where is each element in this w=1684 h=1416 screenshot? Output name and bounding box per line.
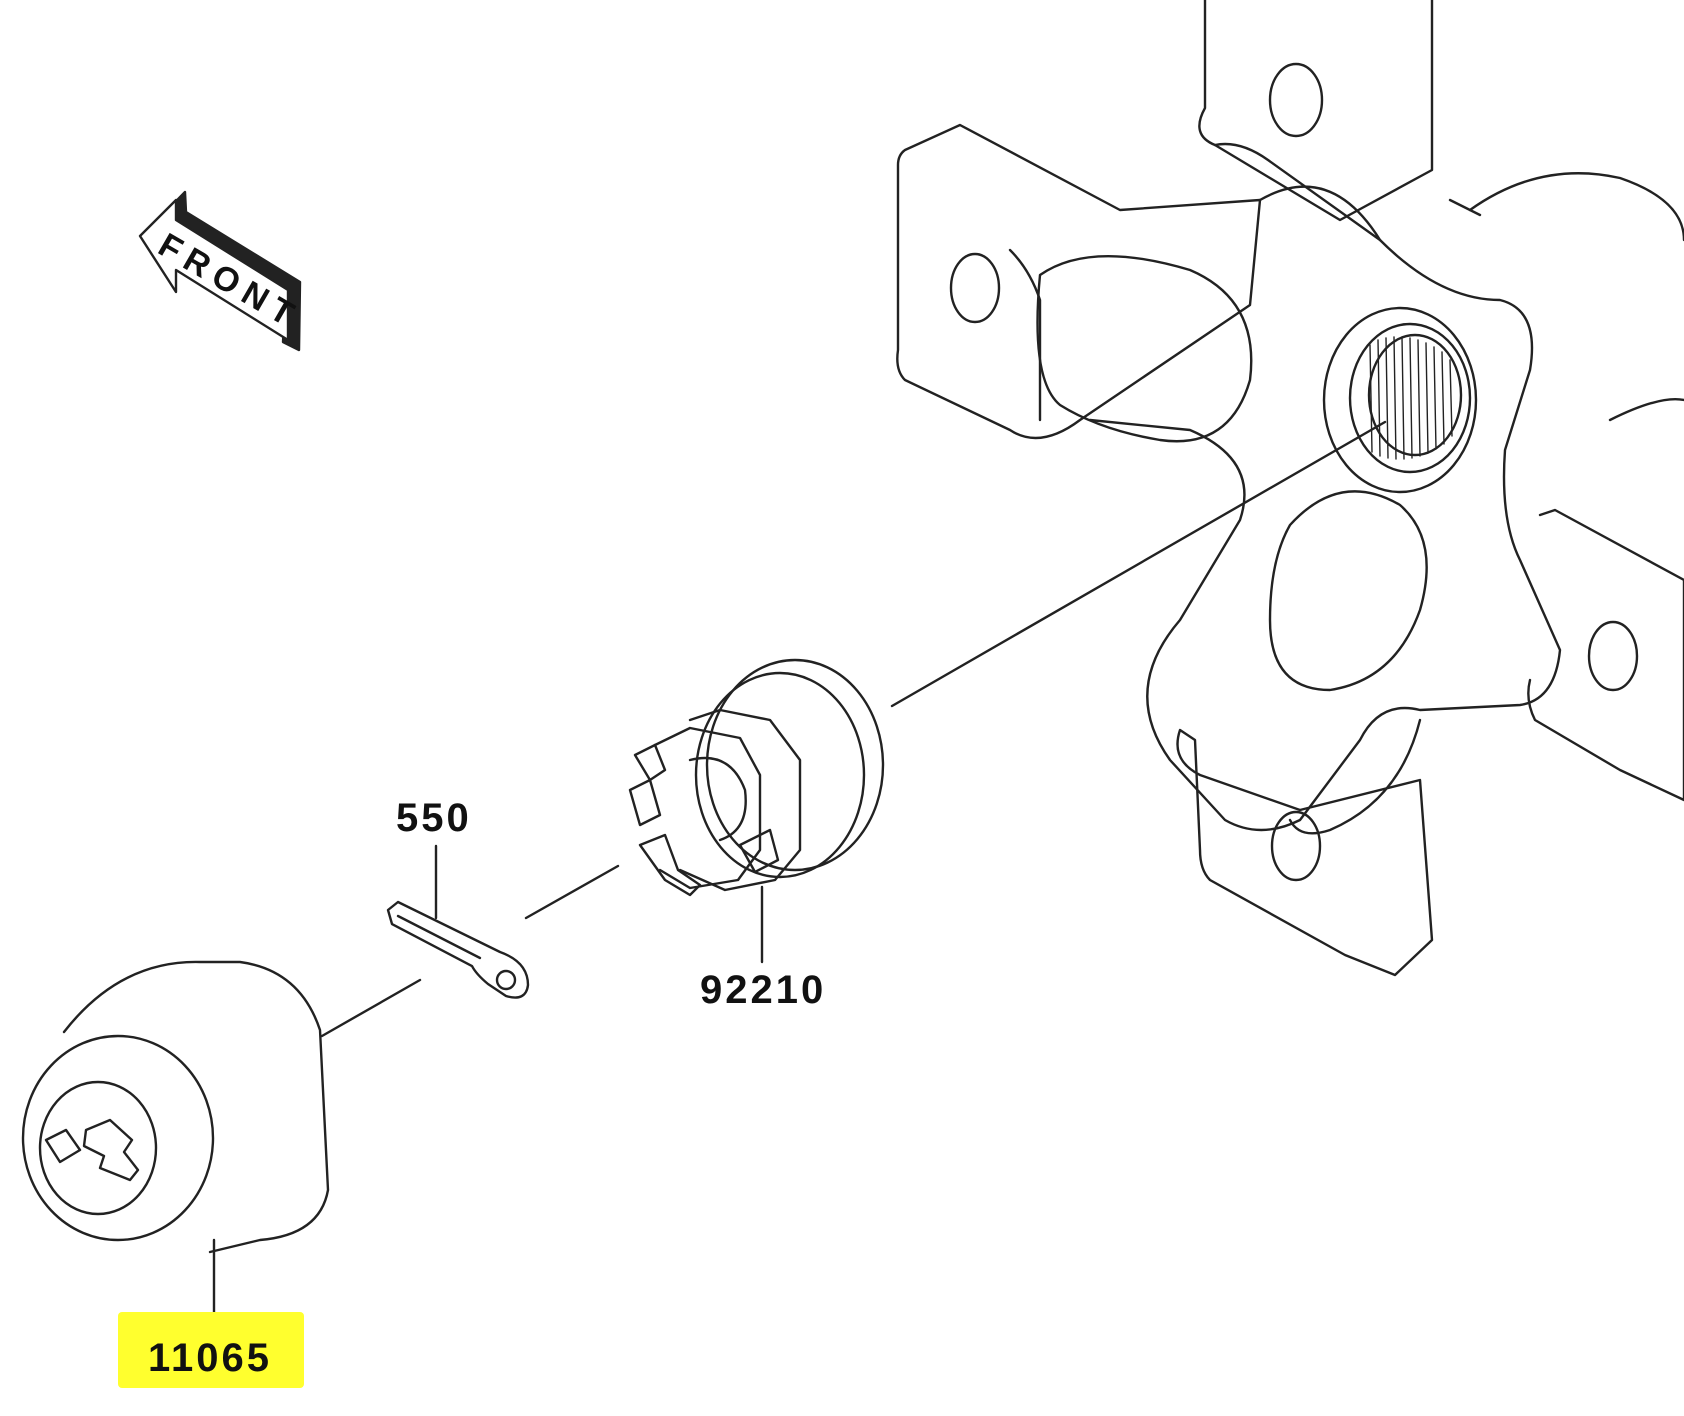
hub-cap-icon (21, 960, 330, 1320)
front-arrow-icon: FRONT (138, 190, 307, 352)
part-number-550: 550 (396, 796, 472, 840)
cotter-pin-icon (386, 844, 530, 999)
axis-line (320, 420, 1387, 1038)
wheel-hub-icon (896, 0, 1684, 977)
highlight-marker (118, 1312, 304, 1388)
part-number-92210: 92210 (700, 968, 827, 1012)
part-number-11065: 11065 (148, 1336, 273, 1380)
castle-nut-icon (628, 658, 885, 964)
